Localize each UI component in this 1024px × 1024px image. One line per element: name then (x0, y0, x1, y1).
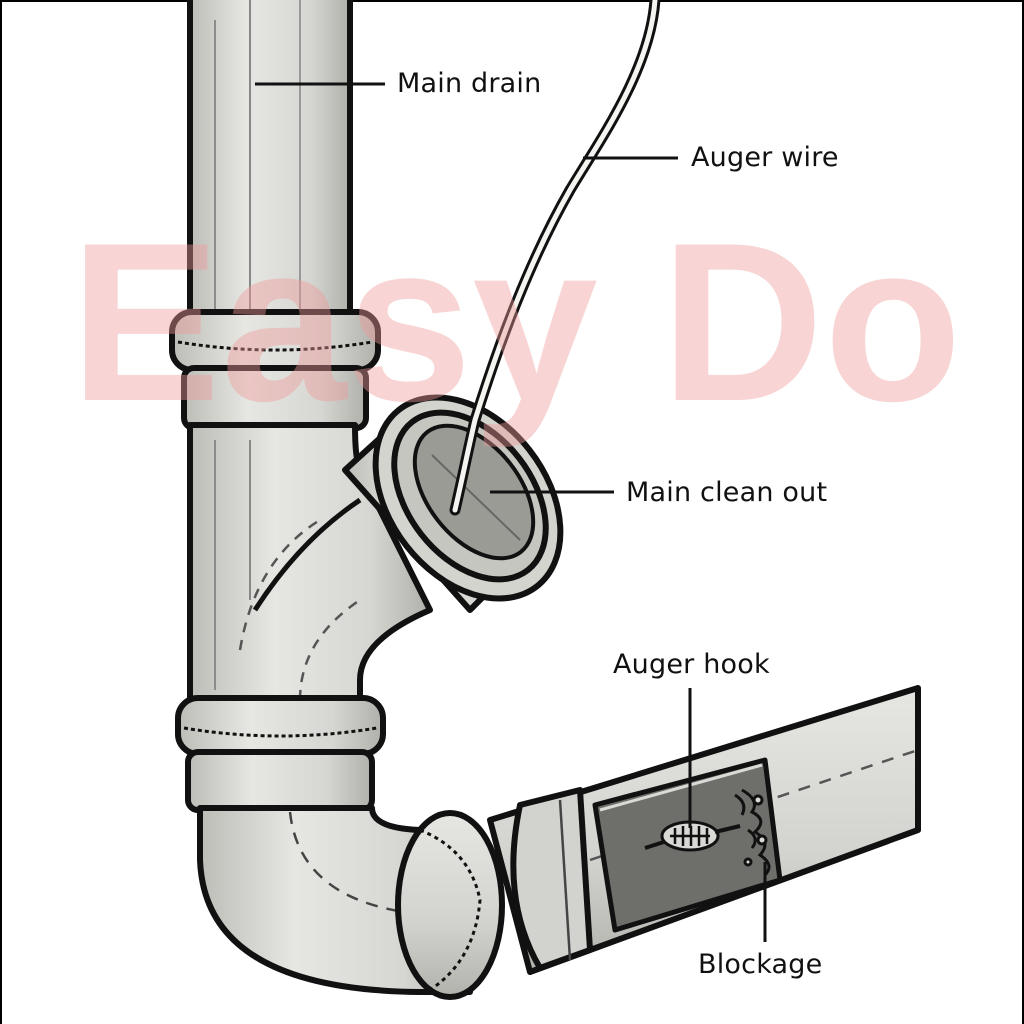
label-blockage: Blockage (698, 951, 822, 978)
lower-coupling (178, 698, 383, 810)
label-main-drain: Main drain (397, 70, 541, 97)
label-auger-wire: Auger wire (691, 144, 839, 171)
label-auger-hook: Auger hook (613, 651, 770, 678)
elbow-fitting (200, 808, 502, 997)
label-main-clean-out: Main clean out (626, 479, 827, 506)
main-drain-pipe (190, 0, 350, 330)
upper-coupling (172, 312, 378, 428)
